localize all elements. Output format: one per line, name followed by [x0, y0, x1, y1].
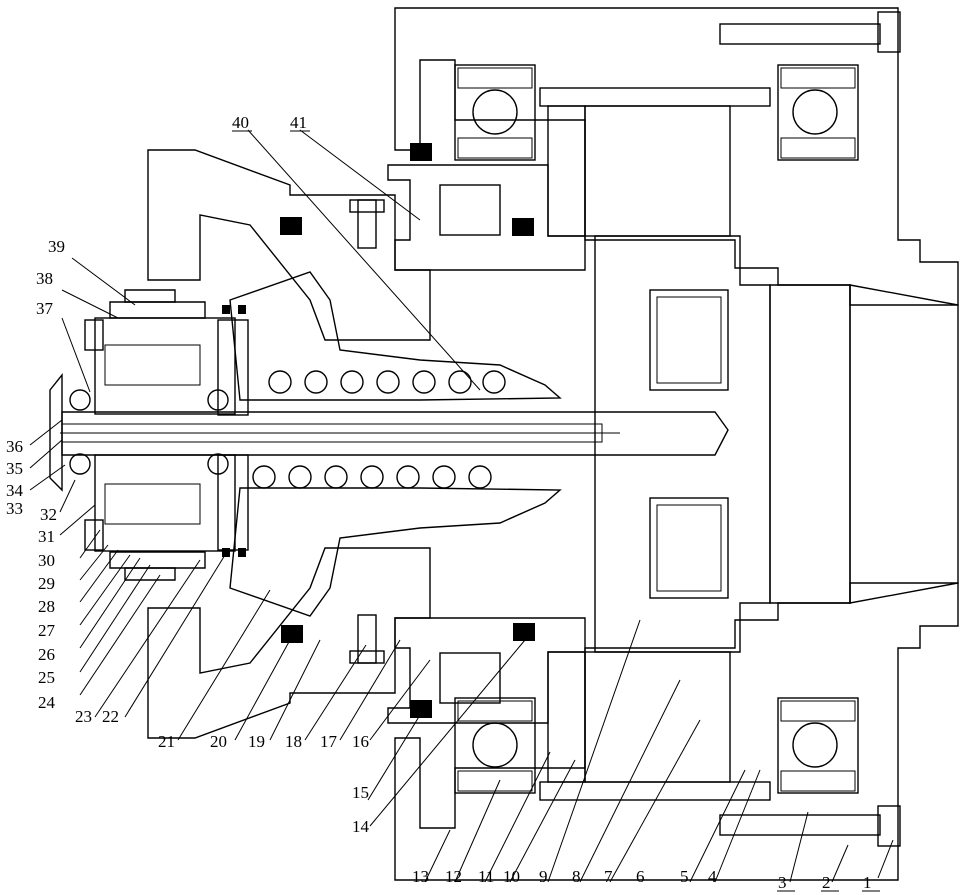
label-30: 30	[38, 551, 55, 570]
seal-f	[281, 625, 303, 643]
label-40: 40	[232, 113, 249, 132]
spring-coils-top	[269, 371, 505, 393]
cover-bolt-top	[720, 12, 900, 52]
label-9: 9	[539, 867, 548, 886]
label-1: 1	[863, 873, 872, 892]
label-32: 32	[40, 505, 57, 524]
label-31: 31	[38, 527, 55, 546]
pin-bottom	[350, 615, 384, 663]
label-3: 3	[778, 873, 787, 892]
label-24: 24	[38, 693, 56, 712]
nose-housing	[148, 150, 430, 738]
label-33: 33	[6, 499, 23, 518]
outer-housing	[395, 8, 958, 880]
label-5: 5	[680, 867, 689, 886]
label-25: 25	[38, 668, 55, 687]
label-4: 4	[708, 867, 717, 886]
label-11: 11	[478, 867, 494, 886]
label-15: 15	[352, 783, 369, 802]
label-12: 12	[445, 867, 462, 886]
label-7: 7	[604, 867, 613, 886]
label-38: 38	[36, 269, 53, 288]
label-21: 21	[158, 732, 175, 751]
cover-bolt-bottom	[720, 806, 900, 846]
label-29: 29	[38, 574, 55, 593]
seal-e	[513, 623, 535, 641]
label-34: 34	[6, 481, 24, 500]
central-shaft	[60, 412, 728, 455]
reference-numerals: 1 2 3 4 5 6 7 8 9 10 11 12 13 14 15 16 1…	[6, 113, 872, 892]
bearing-bottom-right	[778, 698, 858, 793]
label-35: 35	[6, 459, 23, 478]
central-hub	[595, 236, 770, 652]
seal-a	[410, 143, 432, 161]
label-16: 16	[352, 732, 369, 751]
label-13: 13	[412, 867, 429, 886]
piston-body	[230, 272, 560, 616]
label-20: 20	[210, 732, 227, 751]
label-10: 10	[503, 867, 520, 886]
flange-ring	[388, 165, 585, 723]
label-underlines	[232, 131, 880, 891]
label-2: 2	[822, 873, 831, 892]
seal-b	[512, 218, 534, 236]
rotor-drum	[540, 88, 770, 800]
label-23: 23	[75, 707, 92, 726]
label-27: 27	[38, 621, 56, 640]
bore	[770, 285, 850, 603]
label-17: 17	[320, 732, 338, 751]
label-39: 39	[48, 237, 65, 256]
leader-lines	[30, 130, 893, 882]
label-36: 36	[6, 437, 23, 456]
label-18: 18	[285, 732, 302, 751]
label-6: 6	[636, 867, 645, 886]
label-8: 8	[572, 867, 581, 886]
pin-top	[350, 200, 384, 248]
spring-coils-bottom	[253, 466, 491, 488]
label-26: 26	[38, 645, 55, 664]
bearing-bottom-left	[455, 698, 535, 793]
label-22: 22	[102, 707, 119, 726]
bearing-top-right	[778, 65, 858, 160]
label-37: 37	[36, 299, 54, 318]
label-14: 14	[352, 817, 370, 836]
seal-c	[280, 217, 302, 235]
label-41: 41	[290, 113, 307, 132]
label-19: 19	[248, 732, 265, 751]
seal-d	[410, 700, 432, 718]
bearing-top-left	[455, 65, 535, 160]
left-cartridge	[50, 290, 248, 580]
label-28: 28	[38, 597, 55, 616]
